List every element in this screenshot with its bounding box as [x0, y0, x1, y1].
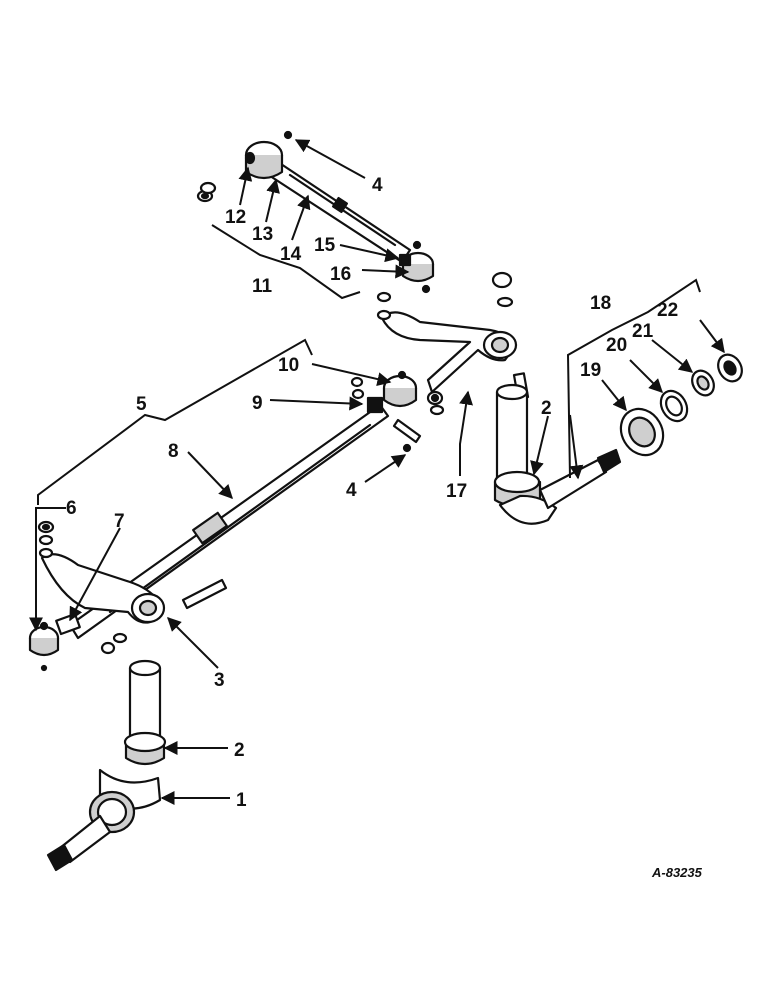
callout-2-right: 2	[541, 398, 552, 419]
spindle-left	[46, 659, 167, 872]
document-number: A-83235	[651, 865, 703, 880]
callout-7: 7	[114, 511, 125, 532]
callout-5: 5	[136, 394, 147, 415]
callout-20: 20	[606, 335, 627, 356]
bearing-cone-19	[619, 407, 665, 457]
drag-link-assembly	[196, 130, 435, 294]
callout-6: 6	[66, 498, 77, 519]
cup-22	[717, 353, 743, 383]
callout-14: 14	[280, 244, 302, 265]
callout-1: 1	[236, 790, 247, 811]
callout-2-lower: 2	[234, 740, 245, 761]
callout-13: 13	[252, 224, 273, 245]
callout-4-upper: 4	[372, 175, 383, 196]
callout-22: 22	[657, 300, 678, 321]
ball-socket-end-upper	[244, 130, 293, 180]
ball-socket-end-lower	[398, 240, 435, 294]
callout-9: 9	[252, 393, 263, 414]
callout-10: 10	[278, 355, 299, 376]
tie-rod-end-left	[28, 612, 81, 672]
callout-12: 12	[225, 207, 246, 228]
seal-20	[659, 389, 689, 423]
spindle-right	[493, 383, 622, 525]
callout-15: 15	[314, 235, 336, 256]
steering-arm-left	[37, 520, 228, 655]
callout-16: 16	[330, 264, 351, 285]
callout-21: 21	[632, 321, 654, 342]
callout-18: 18	[590, 293, 611, 314]
callout-4-lower: 4	[346, 480, 357, 501]
callout-8: 8	[168, 441, 179, 462]
callouts: 4 12 13 14 15 16 11 10 9 5 8 4 6 7 3 17 …	[66, 175, 703, 880]
tie-rod-end-right	[350, 370, 422, 453]
callout-19: 19	[580, 360, 601, 381]
callout-3: 3	[214, 670, 225, 691]
leaders	[29, 139, 725, 805]
bearing-21	[691, 369, 715, 397]
tie-rod	[68, 403, 390, 640]
callout-17: 17	[446, 481, 467, 502]
callout-11: 11	[252, 276, 273, 297]
